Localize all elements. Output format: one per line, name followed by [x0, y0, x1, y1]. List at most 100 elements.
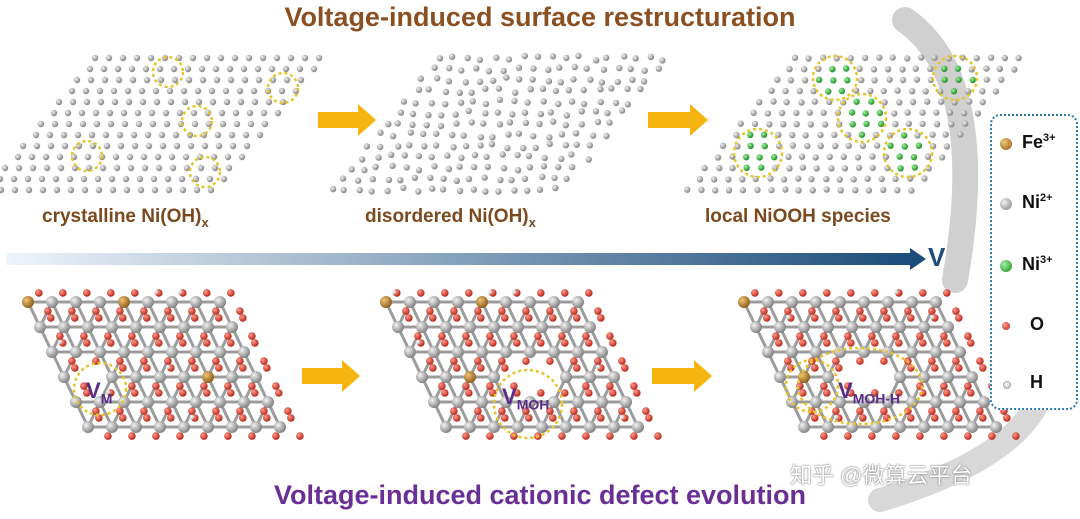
oxygen-atom [964, 382, 972, 390]
ni2-atom [966, 98, 973, 105]
ni2-atom [287, 54, 295, 62]
oxygen-atom [224, 432, 232, 440]
oxygen-atom [486, 432, 494, 440]
ni2-atom [786, 165, 793, 172]
oxygen-atom [227, 339, 235, 347]
oxygen-atom [104, 432, 112, 440]
ni2-atom [282, 65, 290, 73]
oxygen-atom [787, 364, 795, 372]
voltage-arrow-head [910, 248, 926, 270]
oxygen-atom [820, 432, 828, 440]
ni2-atom [918, 54, 925, 61]
oxygen-atom [856, 407, 864, 415]
legend-row-o: O [992, 314, 1076, 338]
ni2-atom [100, 65, 108, 73]
ni-atom [142, 346, 154, 358]
oxygen-atom [191, 364, 199, 372]
oxygen-atom [537, 289, 545, 297]
ni2-atom [983, 65, 990, 72]
defect-circle [151, 55, 185, 89]
ni2-atom [137, 186, 145, 194]
oxygen-atom [606, 332, 614, 340]
ni2-atom [482, 110, 489, 117]
ni-atom [428, 346, 440, 358]
oxygen-atom [402, 307, 410, 315]
ni2-atom [250, 87, 258, 95]
oxygen-atom [940, 432, 948, 440]
ni2-atom [415, 152, 423, 160]
oxygen-atom [260, 407, 268, 415]
ni2-atom [960, 109, 968, 117]
oxygen-atom [200, 332, 208, 340]
ni2-atom [192, 175, 200, 183]
ni-atom [596, 396, 608, 408]
ni2-atom [260, 109, 268, 117]
ni-atom [262, 396, 274, 408]
ni-atom [106, 321, 118, 333]
ni2-atom [195, 98, 203, 106]
ni2-atom [791, 54, 799, 61]
ni2-atom [143, 76, 151, 84]
ni2-atom [514, 167, 522, 174]
oxygen-atom [621, 364, 629, 372]
ni2-atom [222, 87, 230, 95]
ni2-atom [187, 142, 195, 150]
ni-atom [70, 296, 82, 308]
ni2-atom [69, 98, 77, 106]
ni2-atom [68, 87, 76, 95]
oxygen-atom [212, 357, 220, 365]
ni2-atom [892, 175, 899, 182]
ni2-atom [774, 76, 781, 83]
ni2-atom [861, 54, 869, 62]
oxygen-atom [976, 407, 984, 415]
ni-atom [46, 346, 58, 358]
ni-atom [58, 371, 70, 383]
ni2-atom [855, 164, 863, 171]
ni-atom [440, 371, 452, 383]
ni2-atom [84, 153, 92, 161]
ni2-atom [500, 165, 508, 172]
ni2-atom [52, 175, 60, 183]
oxygen-atom [56, 332, 64, 340]
ni2-atom [552, 184, 559, 192]
watermark: 知乎 @微算云平台 [790, 463, 973, 488]
ni2-atom [368, 188, 375, 195]
ni-atom [202, 421, 214, 433]
ni2-atom [157, 76, 165, 84]
ni2-atom [236, 87, 244, 95]
ni2-atom [804, 142, 811, 150]
oxygen-atom [248, 382, 256, 390]
oxygen-atom [760, 307, 768, 315]
oxygen-atom [164, 307, 172, 315]
oxygen-atom [582, 382, 590, 390]
ni2-atom [886, 132, 894, 139]
ni2-atom [372, 163, 379, 171]
ni2-atom [388, 151, 395, 158]
oxygen-atom [558, 332, 566, 340]
ni3-atom [941, 76, 948, 83]
ni2-atom [476, 78, 484, 86]
ni2-atom [119, 54, 127, 62]
oxygen-atom [892, 332, 900, 340]
ni2-atom [406, 142, 413, 149]
ni2-atom [806, 109, 813, 116]
stage-label-niooh: local NiOOH species [705, 206, 891, 227]
ni2-atom [499, 151, 506, 158]
ni2-atom [865, 187, 873, 194]
ni2-atom [870, 66, 878, 73]
ni2-atom [442, 101, 449, 108]
oxygen-atom [450, 357, 458, 365]
ni2-atom [135, 120, 143, 128]
ni2-atom [563, 175, 570, 182]
vacancy-label-moh-h: VMOH-H [838, 378, 901, 407]
oxygen-atom [83, 389, 91, 397]
ni3-atom [941, 65, 948, 73]
ni2-atom [152, 87, 160, 95]
vacancy-ellipse [796, 346, 924, 426]
ni2-atom [80, 175, 88, 183]
ni2-atom [505, 131, 512, 138]
ni-atom [810, 296, 822, 308]
oxygen-atom [441, 289, 449, 297]
oxygen-atom [955, 414, 963, 422]
oxygen-atom [140, 407, 148, 415]
